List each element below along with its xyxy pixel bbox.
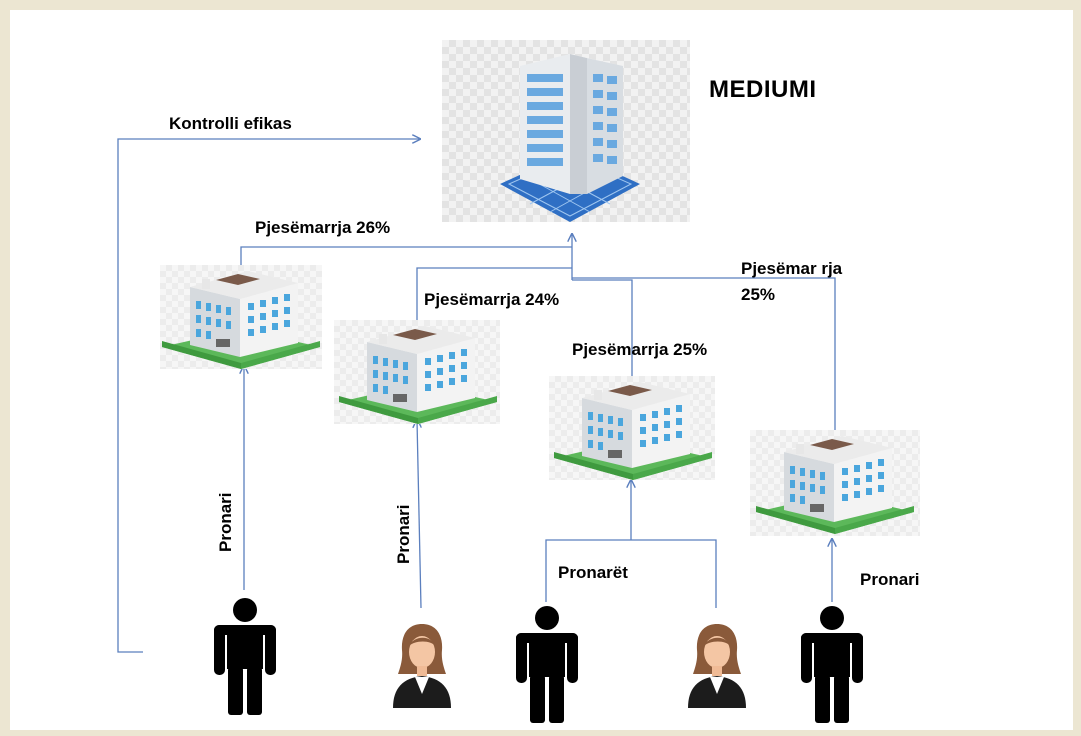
owner-label-1: Pronari — [216, 492, 235, 552]
office-tower-icon — [500, 54, 640, 222]
building-3-icon — [554, 382, 712, 480]
owner-arrow-2 — [417, 420, 421, 609]
man-icon — [516, 606, 578, 723]
man-icon — [801, 606, 863, 723]
stake-label-25-wrapped: Pjesëmar rja 25% — [741, 259, 843, 304]
building-1-icon — [162, 271, 320, 369]
woman-icon — [393, 624, 451, 708]
control-label: Kontrolli efikas — [169, 114, 292, 133]
stake-line-3 — [572, 279, 633, 380]
owner-label-2: Pronari — [394, 504, 413, 564]
diagram-canvas: MEDIUMI Kontrolli efikas Pjesëmarrja 26%… — [10, 10, 1073, 730]
stake-line-4 — [572, 277, 836, 433]
woman-icon — [688, 624, 746, 708]
stake-label-24: Pjesëmarrja 24% — [424, 290, 560, 309]
connector-lines — [117, 10, 1073, 653]
stake-label-25: Pjesëmarrja 25% — [572, 340, 708, 359]
control-line — [117, 139, 420, 653]
building-4-icon — [756, 436, 914, 534]
diagram-title: MEDIUMI — [709, 76, 817, 103]
man-icon — [214, 598, 276, 715]
owner-label-4: Pronari — [860, 570, 920, 589]
stake-line-2 — [416, 267, 572, 323]
owners-label-shared: Pronarët — [558, 563, 628, 582]
stake-line-1 — [240, 246, 572, 267]
stake-label-26: Pjesëmarrja 26% — [255, 218, 391, 237]
building-2-icon — [339, 326, 497, 424]
